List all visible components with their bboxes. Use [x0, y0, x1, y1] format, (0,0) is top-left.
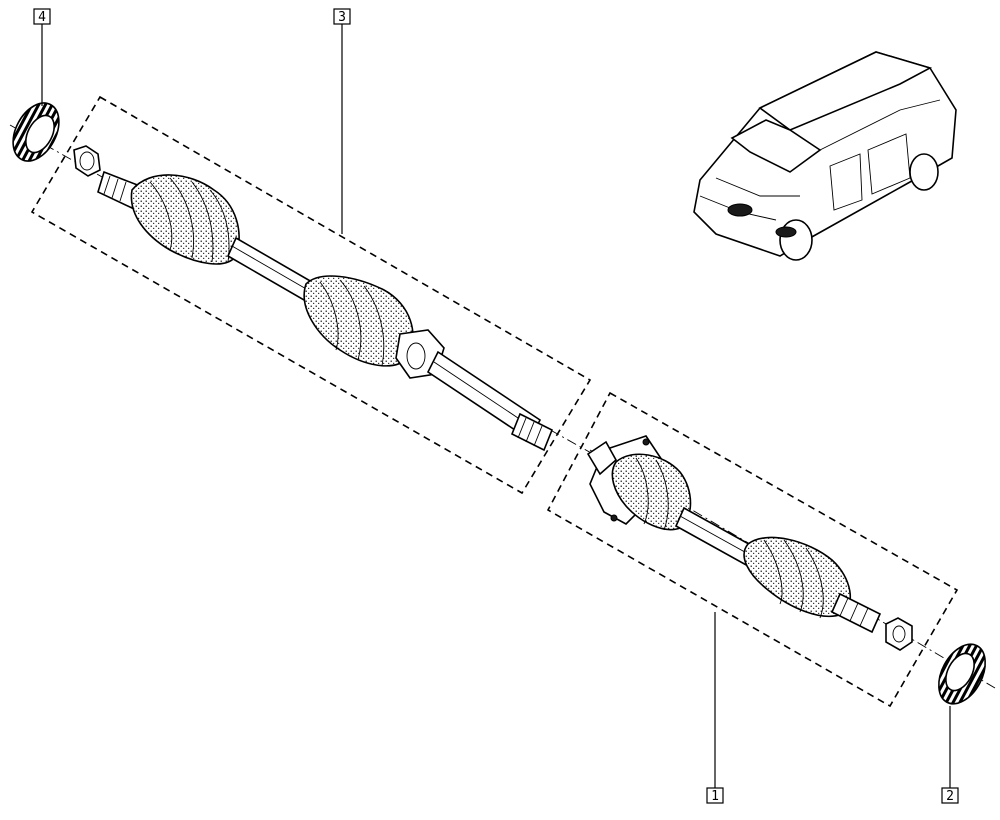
- drive-shaft-left: [226, 236, 314, 302]
- outer-cv-boot-left: [130, 174, 240, 265]
- vehicle-locator-illustration: [693, 51, 957, 261]
- splined-stub-right: [830, 592, 882, 634]
- kit-boundary-left-shaft: [30, 95, 592, 495]
- hub-nut-right: [885, 617, 913, 651]
- callout-label-3: 3: [338, 10, 346, 25]
- callout-label-2: 2: [946, 789, 954, 804]
- splined-stub-left: [97, 170, 142, 210]
- abs-ring-right: [938, 643, 986, 705]
- callout-label-4: 4: [38, 10, 46, 25]
- splined-end-left: [510, 412, 554, 452]
- callout-box-3: [333, 8, 351, 25]
- abs-ring-left: [12, 102, 60, 162]
- hub-nut-left: [73, 145, 101, 177]
- callout-box-2: [941, 787, 959, 804]
- callout-box-4: [33, 8, 51, 25]
- callout-label-1: 1: [711, 789, 719, 804]
- kit-boundary-right-shaft: [546, 391, 959, 708]
- callout-box-1: [706, 787, 724, 804]
